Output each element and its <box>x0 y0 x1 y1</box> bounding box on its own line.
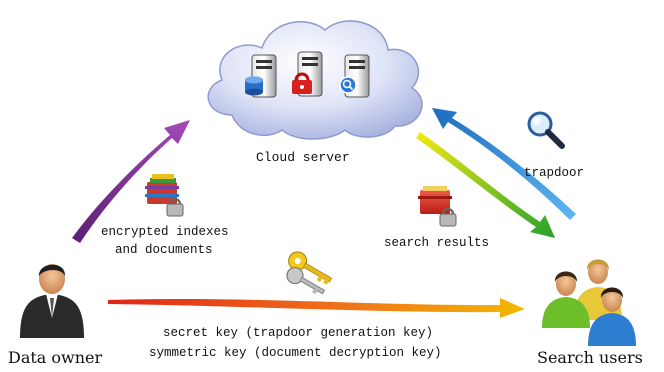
magnifier-icon <box>527 111 565 149</box>
trapdoor-label: trapdoor <box>524 166 585 180</box>
data-owner-label: Data owner <box>8 348 103 367</box>
secret-key-label: secret key (trapdoor generation key) <box>163 326 434 340</box>
locked-server-icon <box>292 51 323 97</box>
cloud-server-label: Cloud server <box>256 150 350 165</box>
search-results-icon <box>418 186 457 227</box>
search-results-label: search results <box>384 236 490 250</box>
search-server-icon <box>339 54 370 98</box>
database-server-icon <box>245 54 277 98</box>
key-distribution-arrow <box>108 298 525 318</box>
data-owner-person-icon <box>20 264 84 338</box>
symmetric-key-label: symmetric key (document decryption key) <box>149 346 442 360</box>
upload-arrow <box>72 120 190 243</box>
keys-icon <box>286 251 333 295</box>
search-users-label: Search users <box>537 348 643 367</box>
encrypted-documents-icon <box>145 174 184 217</box>
encrypted-indexes-label-line2: and documents <box>115 243 213 257</box>
search-users-group-icon <box>542 259 636 346</box>
encrypted-indexes-label-line1: encrypted indexes <box>101 225 229 239</box>
search-results-arrow <box>416 132 555 238</box>
trapdoor-arrow <box>432 108 576 220</box>
